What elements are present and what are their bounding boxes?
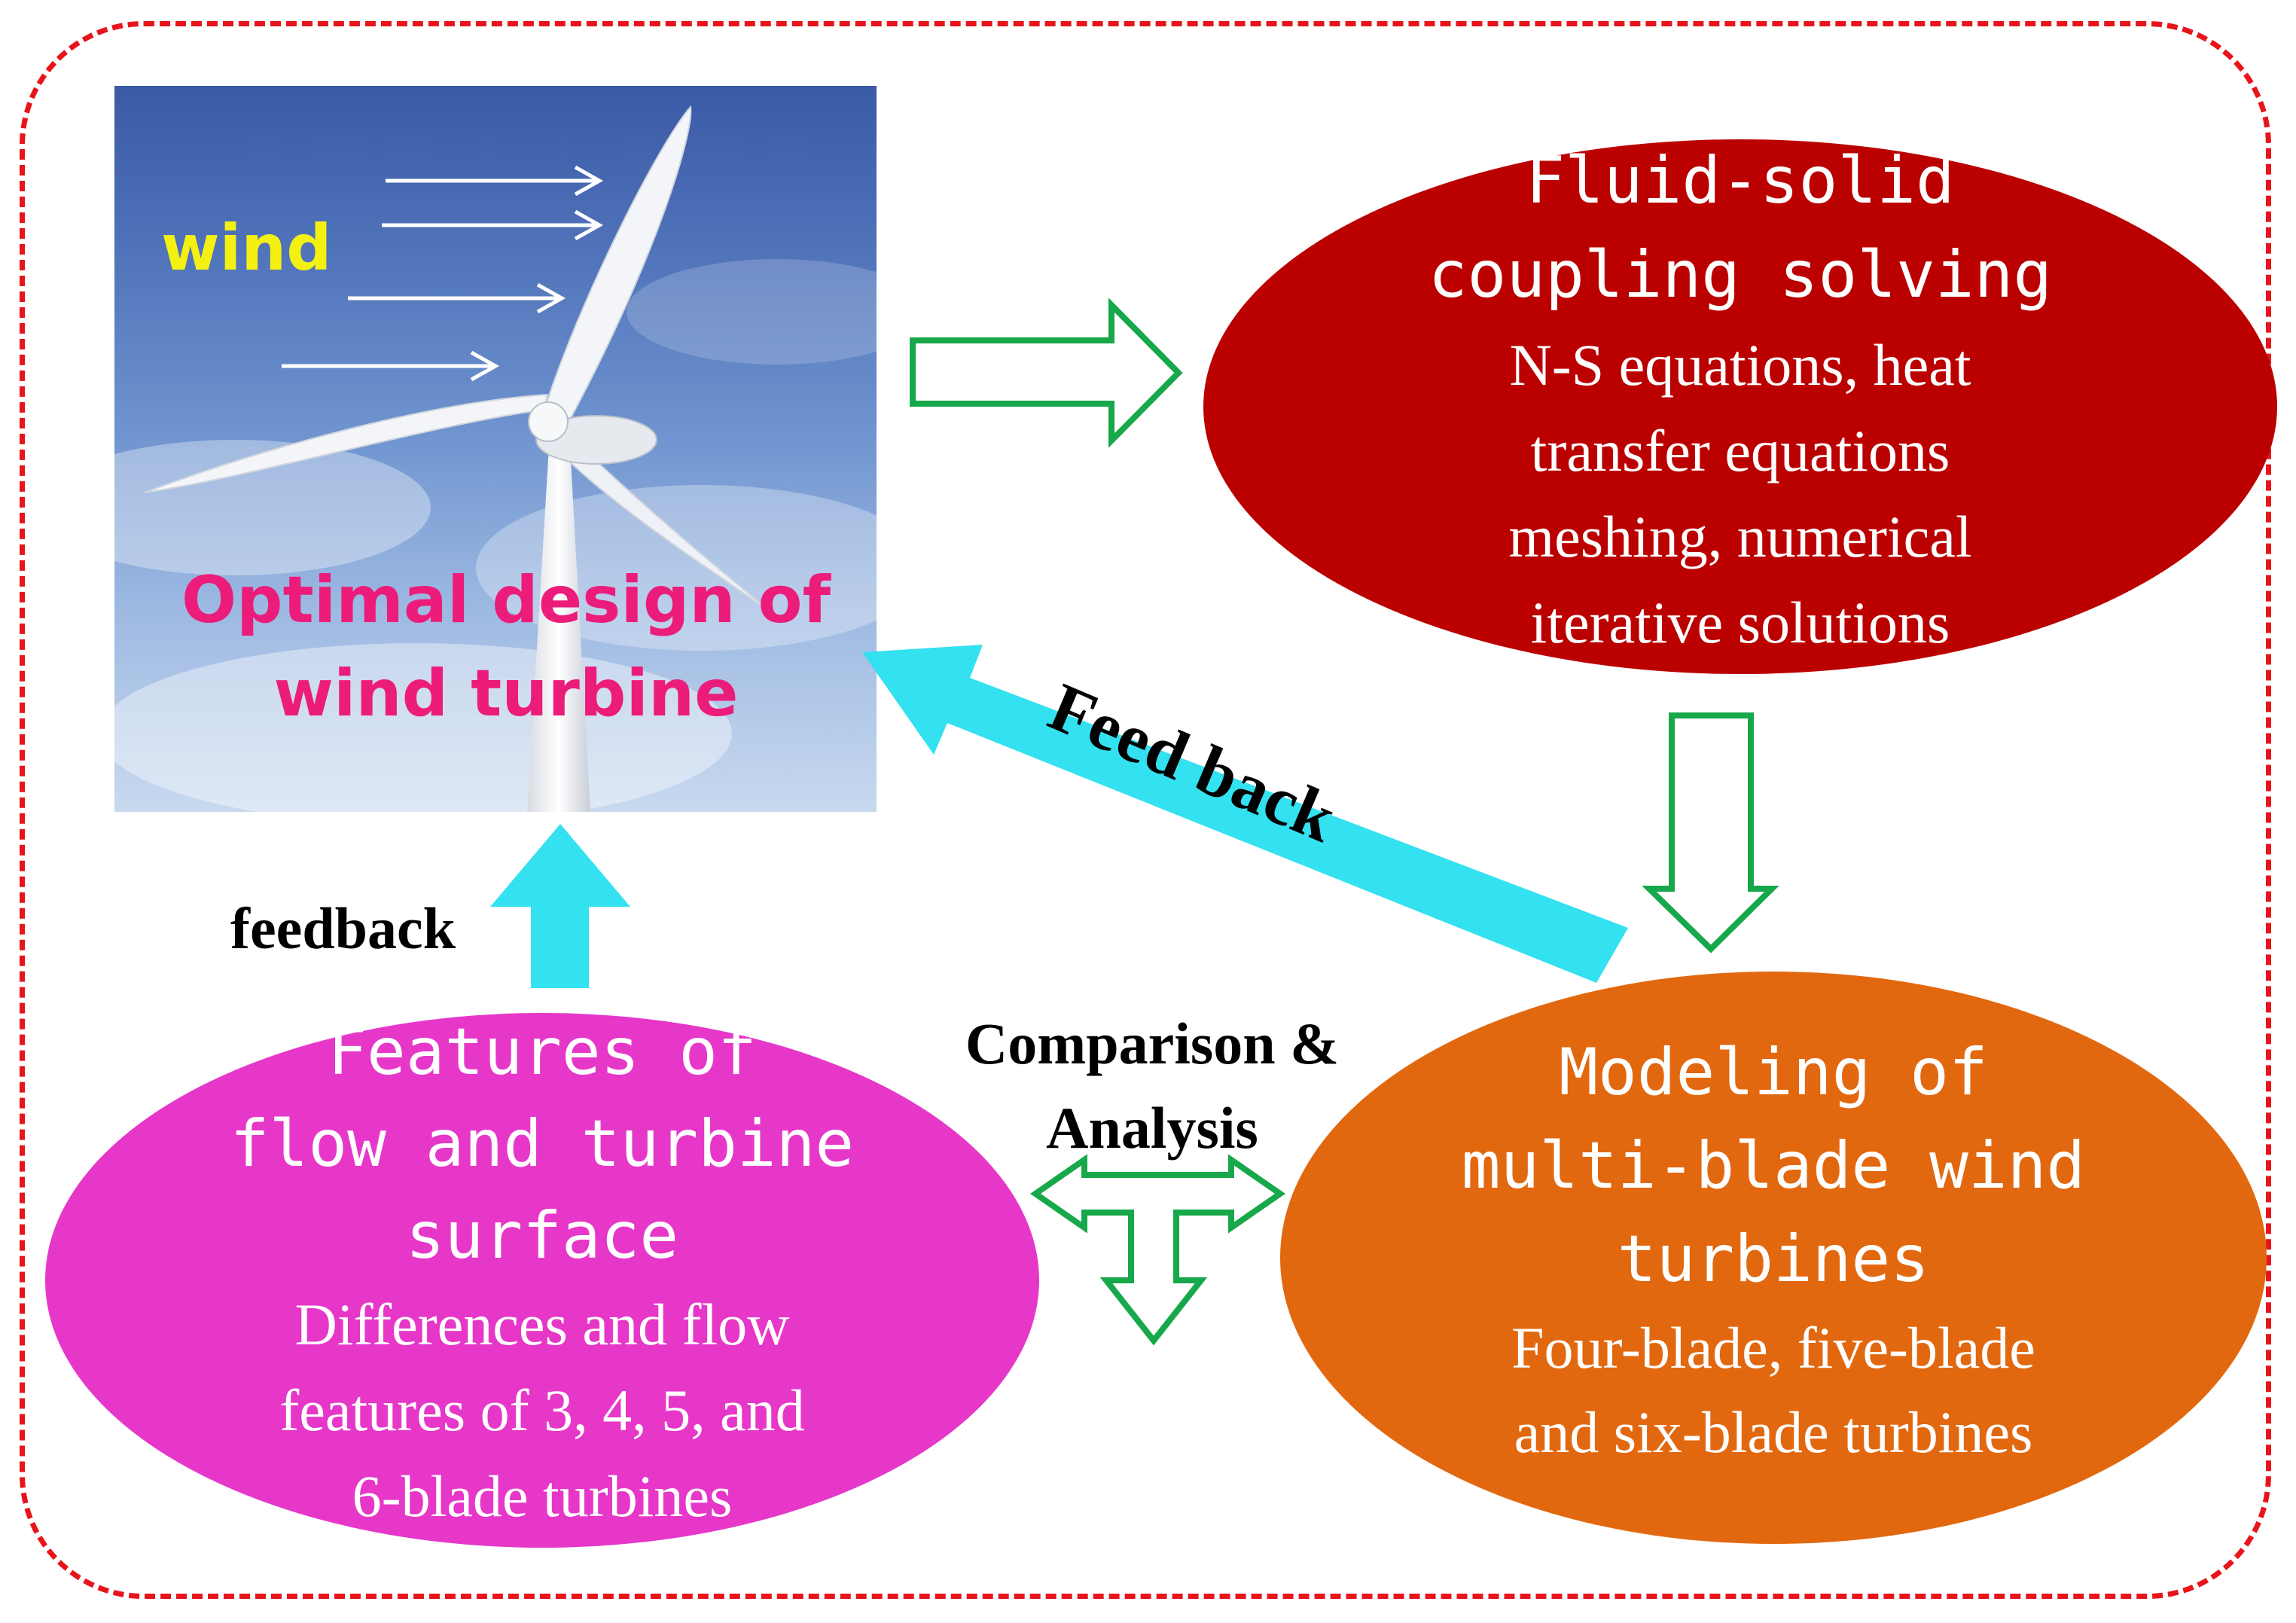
fluid-solid-node: Fluid-solid coupling solving N-S equatio…: [1203, 139, 2277, 674]
fluid-title-line1: Fluid-solid: [1526, 143, 1955, 218]
features-body: Differences and flow features of 3, 4, 5…: [279, 1282, 804, 1539]
blade-left: [144, 393, 549, 493]
comparison-label: Comparison & Analysis: [915, 1002, 1389, 1170]
fluid-body-line2: transfer equations: [1530, 418, 1950, 484]
features-title: Features of flow and turbine surface: [230, 1006, 854, 1282]
turbine-illustration: [114, 105, 877, 812]
features-title-line2: flow and turbine: [230, 1106, 855, 1182]
wind-label: wind: [161, 211, 332, 285]
modeling-body-line1: Four-blade, five-blade: [1511, 1315, 2035, 1380]
features-body-line1: Differences and flow: [294, 1292, 790, 1357]
fluid-body-line3: meshing, numerical: [1508, 504, 1972, 569]
fluid-title-line2: coupling solving: [1428, 237, 2053, 313]
comparison-label-line1: Comparison &: [965, 1011, 1340, 1076]
modeling-title-line3: turbines: [1617, 1222, 1930, 1297]
modeling-title-line1: Modeling of: [1559, 1035, 1988, 1110]
modeling-body: Four-blade, five-blade and six-blade tur…: [1511, 1306, 2035, 1475]
fluid-body-line4: iterative solutions: [1530, 590, 1950, 655]
photo-caption: Optimal design of wind turbine: [114, 554, 898, 740]
hub: [528, 401, 569, 442]
fluid-body-line1: N-S equations, heat: [1509, 332, 1971, 398]
modeling-title-line2: multi-blade wind: [1461, 1128, 2086, 1204]
features-body-line2: features of 3, 4, 5, and: [279, 1377, 805, 1443]
modeling-title: Modeling of multi-blade wind turbines: [1462, 1026, 2085, 1306]
features-title-line3: surface: [405, 1198, 679, 1274]
fluid-solid-title: Fluid-solid coupling solving: [1429, 134, 2052, 322]
comparison-label-line2: Analysis: [1046, 1095, 1258, 1161]
feedback-label: feedback: [230, 895, 456, 961]
features-title-line1: Features of: [328, 1014, 757, 1090]
modeling-body-line2: and six-blade turbines: [1514, 1399, 2033, 1465]
features-node: Features of flow and turbine surface Dif…: [45, 1013, 1039, 1548]
modeling-node: Modeling of multi-blade wind turbines Fo…: [1280, 972, 2267, 1544]
photo-caption-line2: wind turbine: [273, 656, 739, 731]
tower-shape: [527, 434, 590, 812]
features-body-line3: 6-blade turbines: [352, 1463, 733, 1529]
photo-caption-line1: Optimal design of: [181, 563, 831, 638]
fluid-solid-body: N-S equations, heat transfer equations m…: [1508, 322, 1971, 666]
wind-turbine-image: [114, 86, 877, 812]
dashed-border-frame: [20, 21, 2271, 1599]
blade-right: [546, 423, 778, 618]
blade-up: [541, 105, 692, 428]
wind-arrows: [282, 165, 604, 382]
